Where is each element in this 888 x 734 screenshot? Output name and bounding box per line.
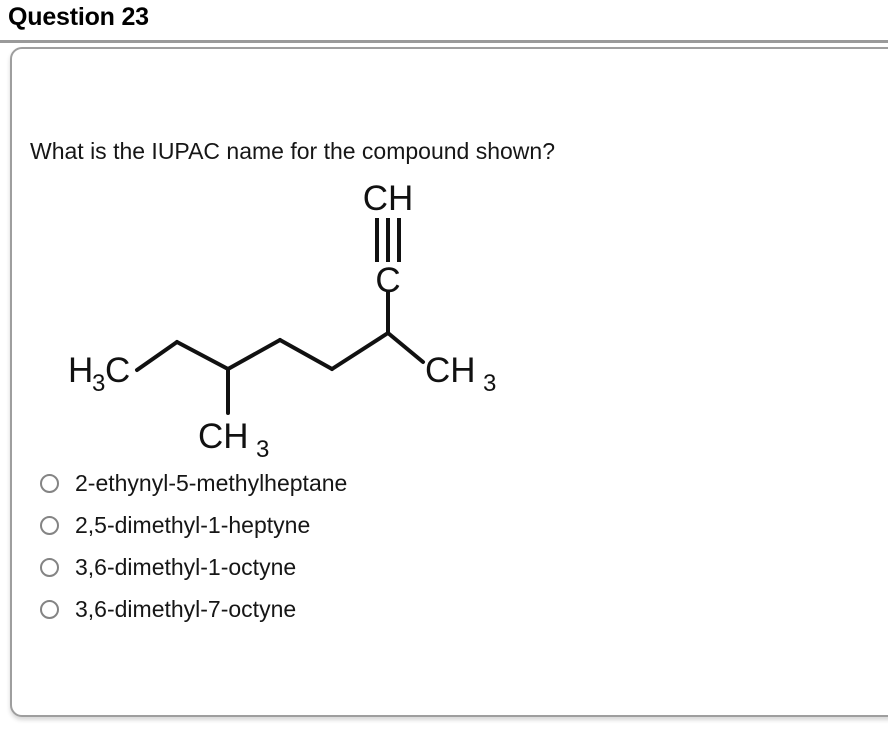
- option-row-1[interactable]: 2,5-dimethyl-1-heptyne: [40, 504, 560, 546]
- radio-button-icon-3[interactable]: [40, 599, 59, 619]
- label-right-methyl: CH: [425, 351, 476, 390]
- label-right-methyl-subscript: 3: [483, 370, 496, 397]
- option-label-0[interactable]: 2-ethynyl-5-methylheptane: [75, 469, 348, 496]
- question-card: [10, 47, 888, 717]
- option-label-2[interactable]: 3,6-dimethyl-1-octyne: [75, 553, 297, 580]
- question-prompt: What is the IUPAC name for the compound …: [30, 138, 556, 164]
- option-row-3[interactable]: 3,6-dimethyl-7-octyne: [40, 588, 560, 630]
- option-row-2[interactable]: 3,6-dimethyl-1-octyne: [40, 546, 560, 588]
- main-chain-bonds: [135, 331, 425, 415]
- radio-button-icon-2[interactable]: [40, 557, 59, 577]
- title-separator: [0, 40, 888, 43]
- radio-button-icon-0[interactable]: [40, 473, 59, 493]
- structure-svg: CH C H 3 C CH 3 CH 3: [68, 179, 496, 460]
- option-label-1[interactable]: 2,5-dimethyl-1-heptyne: [75, 511, 311, 538]
- option-row-0[interactable]: 2-ethynyl-5-methylheptane: [40, 462, 560, 504]
- page-title: Question 23: [8, 3, 149, 31]
- label-terminal-ch: CH: [363, 179, 414, 218]
- label-alkyne-carbon: C: [375, 261, 400, 300]
- label-branch-methyl: CH: [198, 417, 249, 456]
- label-branch-methyl-subscript: 3: [256, 436, 269, 460]
- label-left-methyl-subscript: 3: [92, 370, 105, 397]
- answer-options-list: 2-ethynyl-5-methylheptane 2,5-dimethyl-1…: [40, 462, 560, 630]
- label-left-methyl-h: H: [68, 351, 93, 390]
- molecular-structure-diagram: CH C H 3 C CH 3 CH 3: [40, 170, 540, 460]
- triple-bond: [375, 218, 401, 262]
- option-label-3[interactable]: 3,6-dimethyl-7-octyne: [75, 595, 297, 622]
- label-left-methyl-c: C: [105, 351, 130, 390]
- radio-button-icon-1[interactable]: [40, 515, 59, 535]
